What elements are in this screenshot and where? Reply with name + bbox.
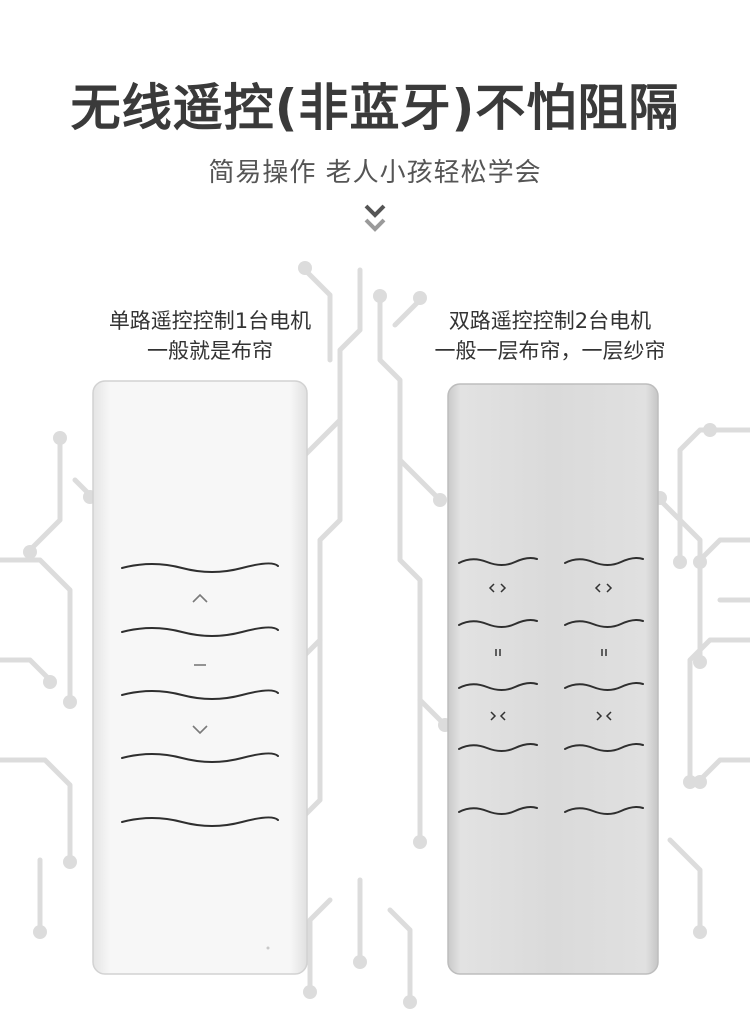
single-remote-caption: 单路遥控控制1台电机 一般就是布帘 — [60, 306, 360, 366]
dual-remote-caption-line2: 一般一层布帘，一层纱帘 — [434, 339, 666, 363]
dual-ch1-close-button[interactable] — [459, 692, 537, 746]
open-arrows-icon — [488, 583, 507, 593]
page-subtitle: 简易操作 老人小孩轻松学会 — [208, 158, 542, 188]
single-down-button[interactable] — [122, 699, 278, 754]
dual-remote-body — [447, 383, 659, 975]
single-remote-caption-line1: 单路遥控控制1台电机 — [108, 309, 312, 333]
dual-ch2-open-button[interactable] — [565, 567, 643, 621]
chevron-down-icon — [192, 725, 208, 735]
dual-remote-caption: 双路遥控控制2台电机 一般一层布帘，一层纱帘 — [400, 306, 700, 366]
single-remote-body — [92, 380, 308, 975]
stop-dash-icon — [194, 664, 206, 666]
dual-ch1-pause-button[interactable] — [459, 629, 537, 684]
double-chevron-down-icon — [364, 204, 386, 232]
single-stop-button[interactable] — [122, 636, 278, 691]
page-title: 无线遥控(非蓝牙)不怕阻隔 — [70, 79, 680, 137]
close-arrows-icon — [596, 711, 612, 721]
single-up-button[interactable] — [122, 572, 278, 628]
single-remote-caption-line2: 一般就是布帘 — [147, 339, 273, 363]
dual-channel-remote — [447, 383, 659, 975]
dual-ch1-open-button[interactable] — [459, 567, 537, 621]
close-arrows-icon — [490, 711, 506, 721]
open-arrows-icon — [594, 583, 613, 593]
pause-icon — [495, 649, 501, 656]
pause-icon — [601, 649, 607, 656]
dual-remote-caption-line1: 双路遥控控制2台电机 — [448, 309, 652, 333]
dual-ch2-close-button[interactable] — [565, 692, 643, 746]
single-channel-remote — [92, 380, 308, 975]
dual-ch2-pause-button[interactable] — [565, 629, 643, 684]
chevron-up-icon — [192, 593, 208, 603]
